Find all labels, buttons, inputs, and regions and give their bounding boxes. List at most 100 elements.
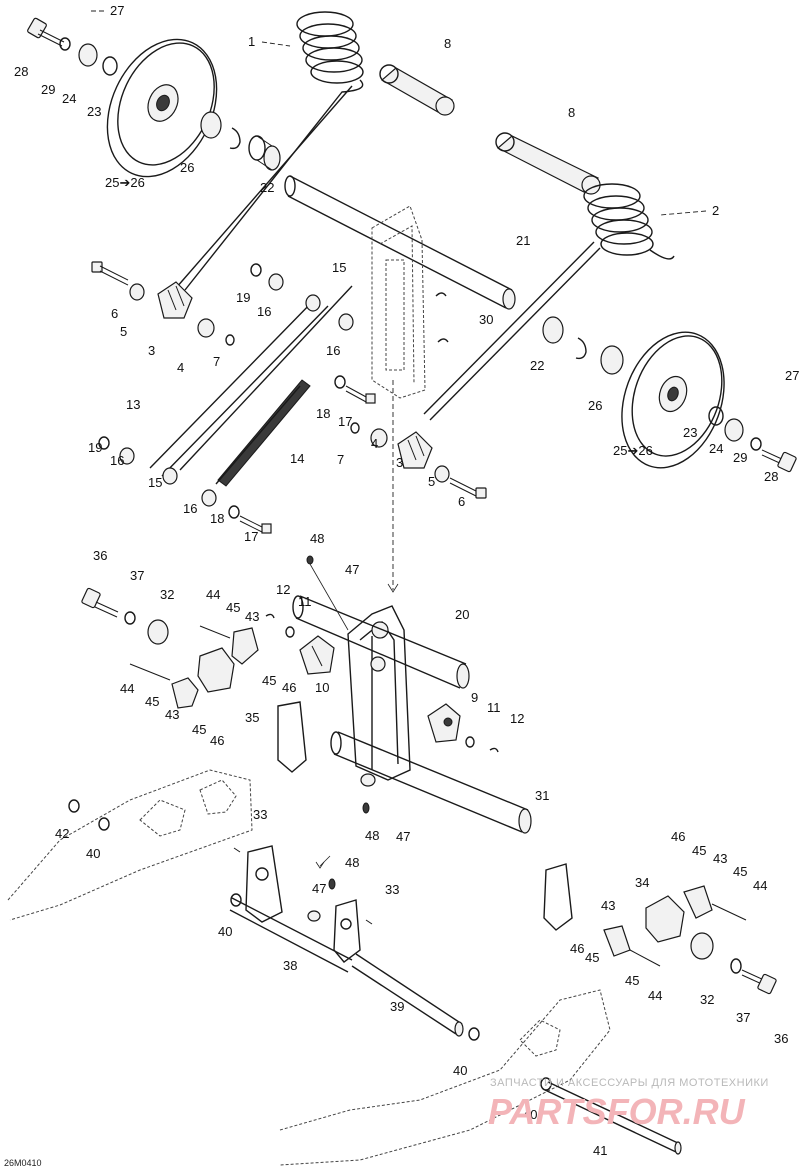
callout-label: 44: [206, 587, 220, 602]
washer-37-right: [730, 958, 742, 974]
torsion-spring-2: [423, 183, 675, 421]
bolt-28-right: [761, 449, 797, 473]
clip-12-left: [265, 613, 275, 619]
callout-label: 3: [396, 455, 403, 470]
callout-label: 16: [257, 304, 271, 319]
washer-29-right: [750, 437, 762, 451]
callout-label: 21: [516, 233, 530, 248]
callout-label: 47: [312, 881, 326, 896]
washer-18-bottom: [228, 505, 240, 519]
bushing-16-link: [162, 467, 178, 485]
clip-right: [575, 337, 587, 360]
callout-label: 17: [244, 529, 258, 544]
spring-adjuster-3-right: [397, 431, 433, 469]
screw-44-right-lower: [629, 949, 661, 967]
grease-fitting-48-low: [328, 878, 336, 890]
callout-label: 17: [338, 414, 352, 429]
callout-label: 45: [192, 722, 206, 737]
cross-shaft-21: [284, 175, 516, 310]
callout-label: 3: [148, 343, 155, 358]
callout-label: 46: [210, 733, 224, 748]
ring-23-right: [708, 406, 724, 426]
callout-label: 40: [218, 924, 232, 939]
callout-label: 37: [736, 1010, 750, 1025]
bushing-16-bottom: [201, 489, 217, 507]
callout-label: 7: [213, 354, 220, 369]
callout-label: 15: [332, 260, 346, 275]
callout-label: 6: [458, 494, 465, 509]
bolt-6-left: [91, 261, 129, 286]
callout-label: 23: [683, 425, 697, 440]
callout-label: 22: [530, 358, 544, 373]
callout-label: 48: [345, 855, 359, 870]
callout-label: 37: [130, 568, 144, 583]
bolt-17-bottom: [239, 515, 272, 534]
callout-label: 33: [385, 882, 399, 897]
clip-top: [229, 127, 241, 150]
callout-label: 30: [479, 312, 493, 327]
ring-23-top: [102, 56, 118, 76]
washer-19-top: [250, 263, 262, 277]
bushing-24-right: [724, 418, 744, 442]
callout-label: 48: [365, 828, 379, 843]
bushing-32-left: [147, 619, 169, 645]
lower-bracket-left: [245, 845, 283, 923]
callout-label: 33: [253, 807, 267, 822]
shaft-41: [544, 1081, 682, 1155]
cross-tube-38: [229, 897, 353, 973]
callout-label: 18: [210, 511, 224, 526]
callout-label: 46: [570, 941, 584, 956]
callout-label: 24: [62, 91, 76, 106]
washer-29-top: [59, 37, 71, 51]
callout-label: 24: [709, 441, 723, 456]
washer-11-right: [465, 736, 475, 748]
frame-rail-left: [7, 769, 253, 921]
shaft-39: [351, 953, 464, 1037]
callout-label: 16: [110, 453, 124, 468]
bushing-16-upper: [268, 273, 284, 291]
bracket-right: [543, 863, 573, 931]
callout-label: 41: [593, 1143, 607, 1158]
washer-37-left: [124, 611, 136, 625]
callout-label: 20: [455, 607, 469, 622]
washer-40-b: [230, 893, 242, 907]
callout-label: 43: [601, 898, 615, 913]
callout-label: 5: [428, 474, 435, 489]
screw-44-upper: [199, 625, 231, 639]
callout-label: 44: [753, 878, 767, 893]
callout-label: 8: [444, 36, 451, 51]
bolt-36-right: [741, 969, 777, 995]
callout-label: 6: [111, 306, 118, 321]
washer-11-left: [285, 626, 295, 638]
callout-label: 31: [535, 788, 549, 803]
bushing-8-right: [495, 132, 601, 195]
washer-18-mid: [334, 375, 346, 389]
callout-label: 25➔26: [613, 443, 653, 458]
pins-30: [435, 292, 449, 343]
callout-label: 32: [160, 587, 174, 602]
idler-wheel-right: [621, 331, 725, 469]
block-34: [645, 895, 685, 943]
callout-label: 27: [785, 368, 799, 383]
bushing-16-mid: [338, 313, 354, 331]
callout-label: 48: [310, 531, 324, 546]
callout-label: 45: [585, 950, 599, 965]
callout-label: 46: [671, 829, 685, 844]
spring-adjuster-3-left: [157, 281, 193, 319]
callout-label: 44: [120, 681, 134, 696]
callout-label: 45: [226, 600, 240, 615]
callout-label: 45: [733, 864, 747, 879]
idler-wheel-left: [106, 38, 218, 178]
spacer-22-top: [248, 135, 281, 171]
spacer-22-right: [542, 316, 564, 344]
bearing-26-top: [200, 111, 222, 139]
spacer-4-right: [370, 428, 388, 448]
callout-label: 22: [260, 180, 274, 195]
callout-label: 7: [337, 452, 344, 467]
callout-label: 8: [568, 105, 575, 120]
callout-label: 44: [648, 988, 662, 1003]
callout-label: 16: [326, 343, 340, 358]
washer-19-lower: [98, 436, 110, 450]
